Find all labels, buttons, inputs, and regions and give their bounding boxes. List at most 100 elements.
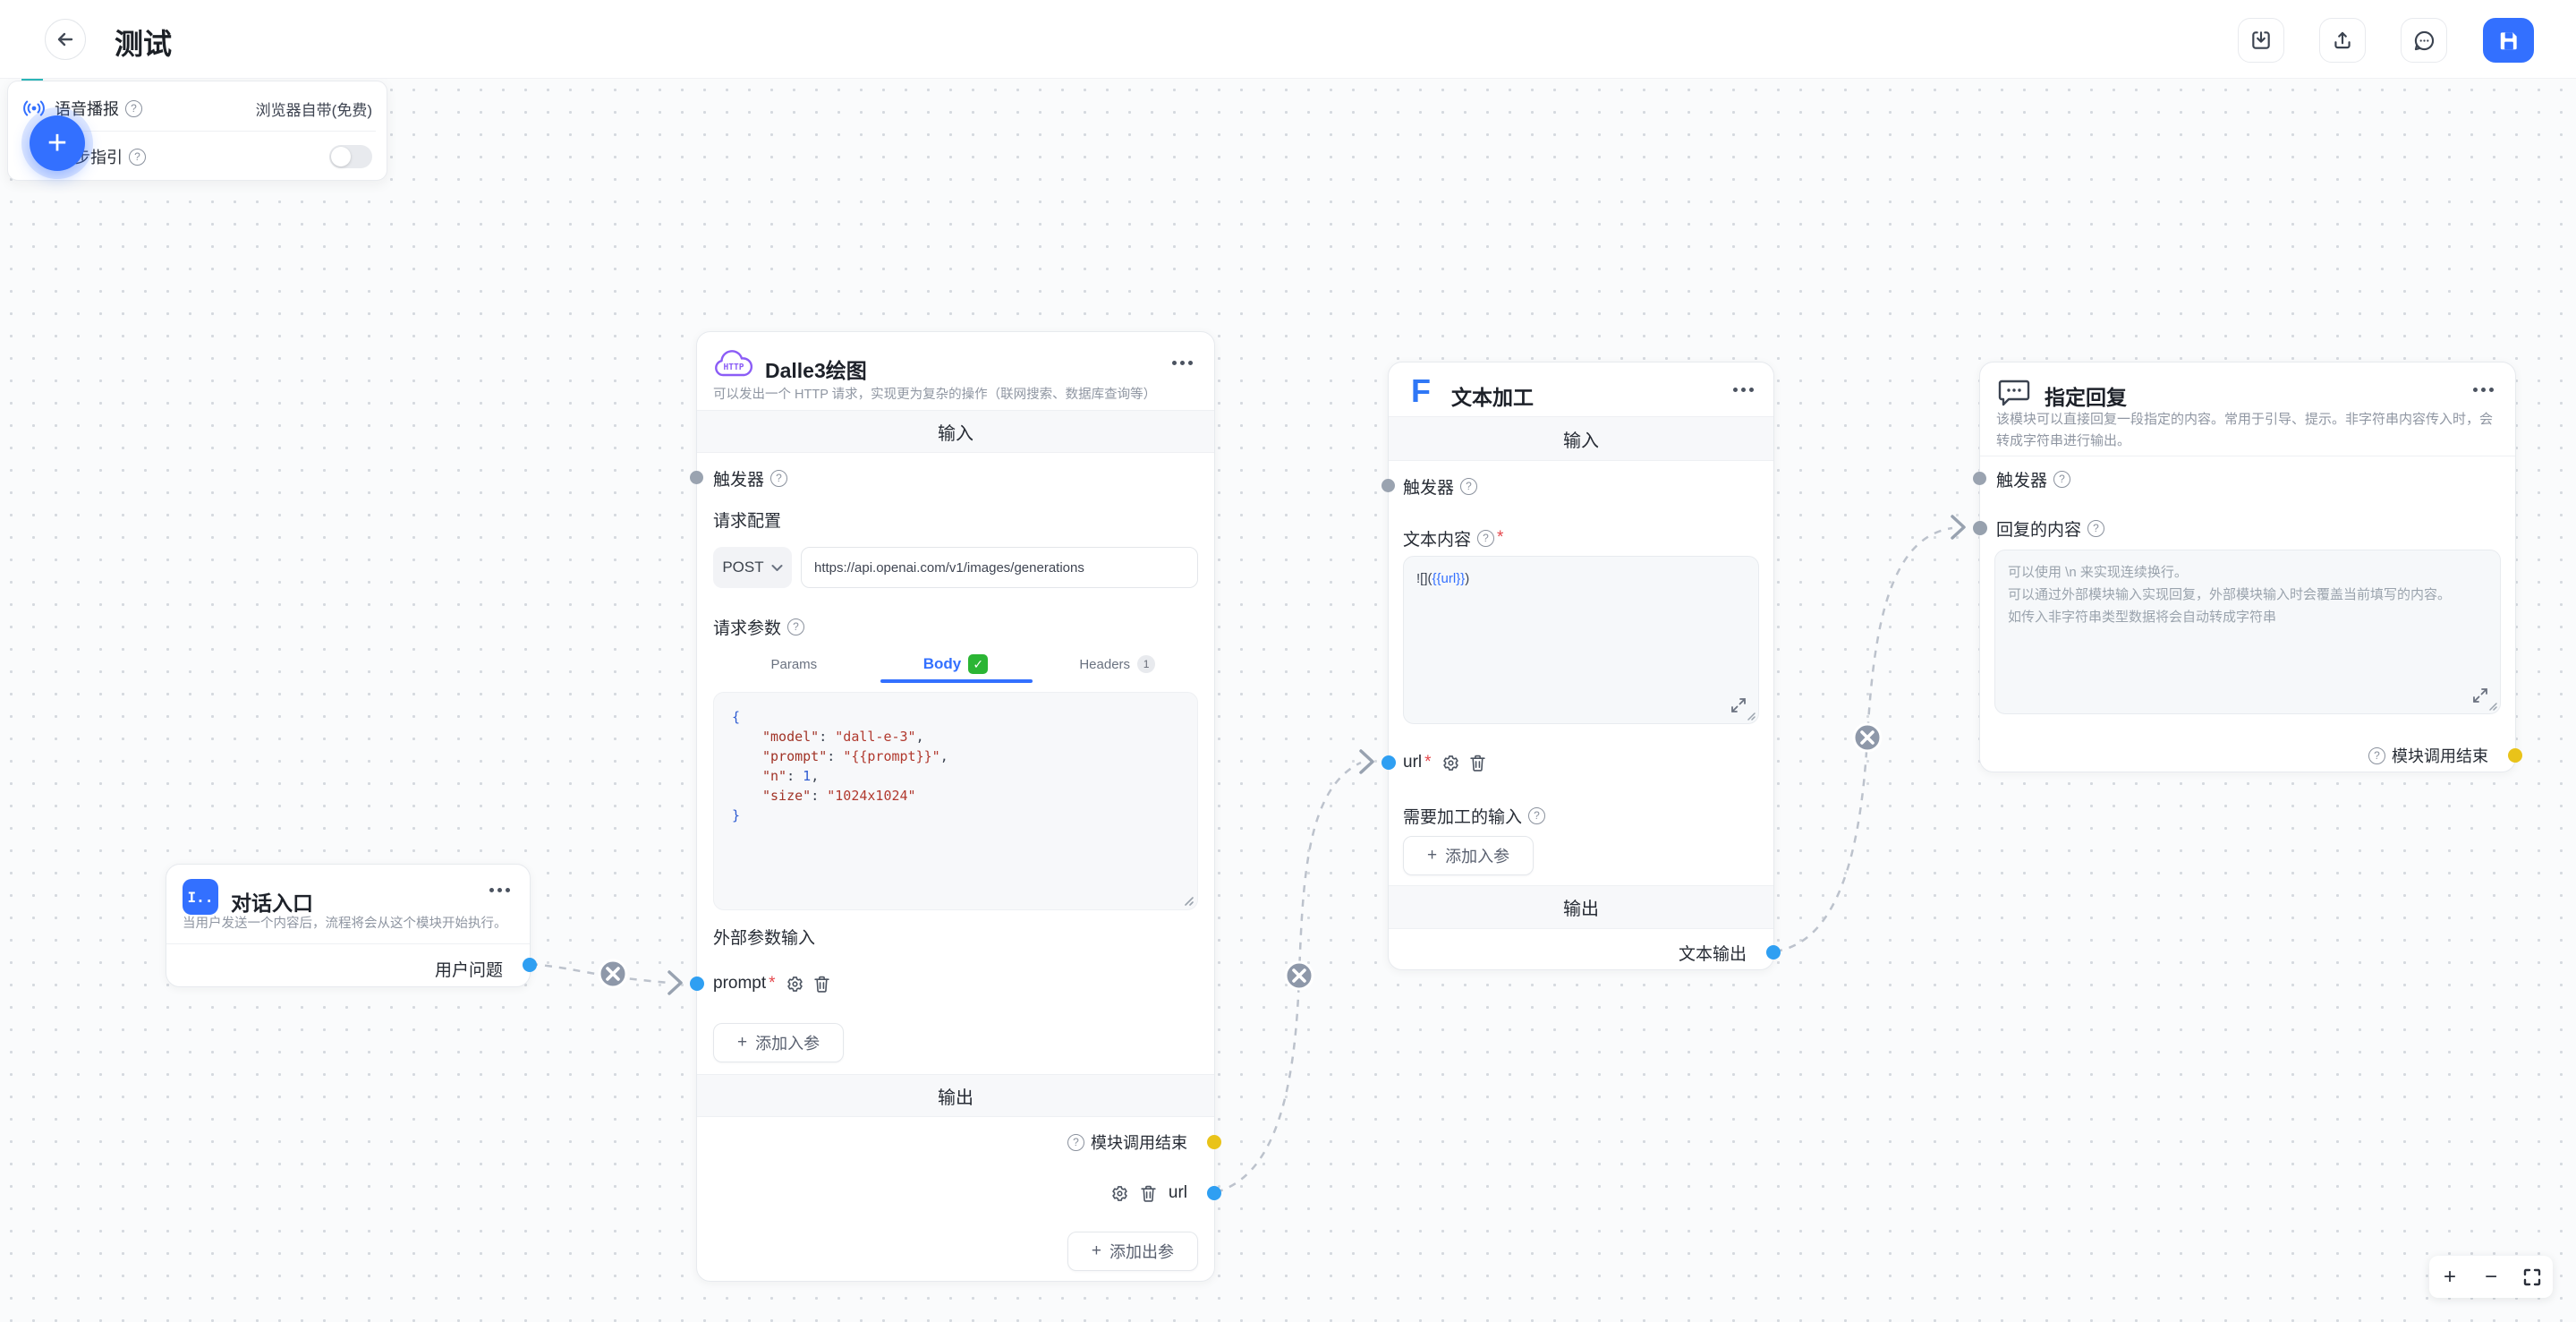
input-section-header: 输入: [697, 410, 1214, 453]
trigger-port[interactable]: [1382, 479, 1395, 492]
trash-icon[interactable]: [1469, 755, 1485, 772]
text-content-label: 文本内容: [1403, 530, 1472, 550]
guide-toggle[interactable]: [329, 145, 372, 168]
add-node-button[interactable]: +: [30, 115, 85, 171]
output-port-text[interactable]: [1766, 945, 1781, 960]
resize-handle-icon[interactable]: [1181, 893, 1194, 906]
help-icon[interactable]: ?: [1067, 1133, 1084, 1151]
delete-connection-button[interactable]: [1852, 722, 1883, 753]
expand-icon[interactable]: [2471, 687, 2489, 704]
add-input-param-button[interactable]: + 添加入参: [713, 1023, 845, 1062]
output-port-url[interactable]: [1207, 1186, 1221, 1200]
input-port-url[interactable]: [1382, 755, 1396, 770]
add-output-param-button[interactable]: + 添加出参: [1067, 1232, 1198, 1271]
help-icon[interactable]: ?: [2368, 746, 2385, 764]
node-specified-reply[interactable]: 指定回复 该模块可以直接回复一段指定的内容。常用于引导、提示。非字符串内容传入时…: [1973, 362, 2522, 772]
external-params-row: 外部参数输入: [713, 925, 815, 948]
method-select[interactable]: POST: [713, 547, 792, 588]
process-input-label: 需要加工的输入: [1403, 807, 1523, 827]
text-content-row: 文本内容 ? *: [1403, 526, 1503, 550]
help-icon[interactable]: ?: [1460, 477, 1478, 495]
export-button[interactable]: [2319, 18, 2366, 63]
node-dalle3-http[interactable]: HTTP Dalle3绘图 可以发出一个 HTTP 请求，实现更为复杂的操作（联…: [690, 331, 1221, 1282]
input-port-reply-content[interactable]: [1973, 521, 1987, 535]
params-tabs: Params Body ✓ Headers 1: [713, 651, 1198, 678]
reply-bubble-icon: [1996, 377, 2032, 409]
delete-connection-button[interactable]: [598, 959, 628, 989]
input-port-prompt[interactable]: [690, 977, 704, 991]
placeholder-line: 如传入非字符串类型数据将会自动转成字符串: [2008, 610, 2277, 625]
code-token: "prompt": [762, 748, 828, 764]
help-icon[interactable]: ?: [125, 99, 142, 117]
output-port-module-end[interactable]: [1207, 1135, 1221, 1149]
voice-broadcast-row: 语音播报 ? 浏览器自带(免费): [22, 89, 372, 128]
help-icon[interactable]: ?: [129, 148, 146, 166]
help-icon[interactable]: ?: [787, 618, 805, 635]
gear-icon[interactable]: [1111, 1185, 1128, 1202]
output-label: url: [1168, 1183, 1187, 1202]
trash-icon[interactable]: [813, 976, 829, 993]
save-button[interactable]: [2483, 18, 2534, 63]
expand-icon[interactable]: [1730, 696, 1747, 714]
param-name: prompt: [713, 974, 767, 993]
node-description: 可以发出一个 HTTP 请求，实现更为复杂的操作（联网搜索、数据库查询等）: [713, 388, 1157, 402]
output-row-user-question: 用户问题: [166, 951, 503, 986]
request-params-label: 请求参数: [713, 618, 782, 638]
request-config-controls: POST https://api.openai.com/v1/images/ge…: [713, 547, 1198, 588]
code-token: :: [786, 768, 803, 784]
resize-handle-icon[interactable]: [2487, 700, 2497, 711]
help-icon[interactable]: ?: [1477, 529, 1495, 547]
code-token: :: [811, 788, 828, 804]
zoom-in-button[interactable]: +: [2443, 1264, 2456, 1289]
import-button[interactable]: [2238, 18, 2284, 63]
reply-content-textarea[interactable]: 可以使用 \n 来实现连续换行。 可以通过外部模块输入实现回复，外部模块输入时会…: [1994, 550, 2501, 714]
voice-broadcast-value[interactable]: 浏览器自带(免费): [255, 101, 372, 119]
node-conversation-entry[interactable]: I.. 对话入口 当用户发送一个内容后，流程将会从这个模块开始执行。 用户问题: [166, 864, 537, 987]
request-config-label: 请求配置: [713, 511, 782, 531]
gear-icon[interactable]: [1442, 755, 1459, 772]
help-icon[interactable]: ?: [2053, 470, 2071, 488]
text-content-textarea[interactable]: ![]({{url}}): [1403, 556, 1759, 724]
comments-button[interactable]: [2401, 18, 2447, 63]
trigger-port[interactable]: [690, 471, 703, 484]
help-icon[interactable]: ?: [1528, 806, 1546, 824]
trigger-port[interactable]: [1973, 472, 1986, 485]
more-menu-icon[interactable]: [484, 883, 515, 898]
content-text: ![](: [1416, 571, 1433, 586]
more-menu-icon[interactable]: [1728, 382, 1759, 397]
output-port-user-question[interactable]: [523, 958, 537, 972]
trigger-label: 触发器: [1996, 471, 2048, 490]
url-value: https://api.openai.com/v1/images/generat…: [814, 559, 1084, 576]
trigger-row: 触发器 ?: [713, 462, 788, 494]
resize-handle-icon[interactable]: [1745, 710, 1756, 721]
tab-params[interactable]: Params: [713, 651, 875, 678]
toggle-knob: [331, 147, 351, 166]
tab-headers[interactable]: Headers 1: [1036, 651, 1198, 678]
plus-icon: +: [1427, 846, 1438, 865]
zoom-out-button[interactable]: −: [2484, 1264, 2497, 1289]
help-icon[interactable]: ?: [770, 469, 788, 487]
export-icon: [2334, 31, 2351, 49]
tab-label: Headers: [1079, 656, 1131, 672]
node-description: 该模块可以直接回复一段指定的内容。常用于引导、提示。非字符串内容传入时，会转成字…: [1996, 412, 2494, 448]
node-text-process[interactable]: F 文本加工 输入 触发器 ? 文本内容 ? * ![]({{url}}) ur…: [1382, 362, 1781, 970]
more-menu-icon[interactable]: [2468, 382, 2499, 397]
content-variable: {{url}}: [1432, 571, 1466, 586]
node-title: 文本加工: [1451, 386, 1534, 409]
more-menu-icon[interactable]: [1167, 355, 1198, 371]
svg-text:HTTP: HTTP: [724, 362, 744, 372]
external-params-label: 外部参数输入: [713, 928, 816, 948]
add-input-param-button[interactable]: + 添加入参: [1403, 836, 1535, 875]
body-code-editor[interactable]: { "model": "dall-e-3", "prompt": "{{prom…: [713, 692, 1198, 910]
gear-icon[interactable]: [786, 976, 803, 993]
fit-view-button[interactable]: [2517, 1259, 2547, 1295]
tab-body[interactable]: Body ✓: [875, 651, 1037, 678]
url-input[interactable]: https://api.openai.com/v1/images/generat…: [801, 547, 1198, 588]
delete-connection-button[interactable]: [1284, 960, 1314, 991]
node-title: 对话入口: [231, 891, 313, 915]
trash-icon[interactable]: [1141, 1185, 1156, 1202]
output-port-module-end[interactable]: [2508, 748, 2522, 763]
help-icon[interactable]: ?: [2087, 519, 2105, 537]
back-button[interactable]: [45, 19, 86, 60]
